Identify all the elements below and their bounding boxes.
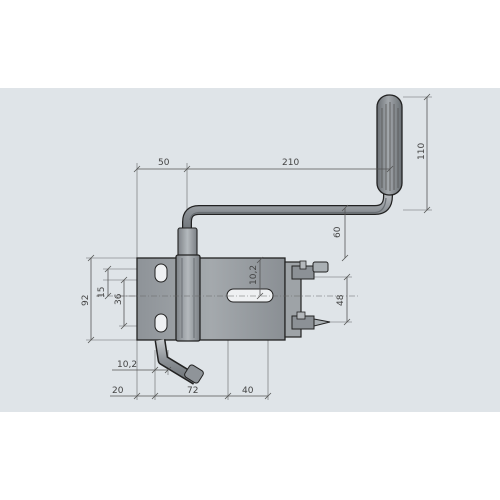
grip-grooves xyxy=(381,102,399,191)
bottom-lever xyxy=(154,339,204,385)
grip xyxy=(376,94,403,196)
base-plate xyxy=(136,257,286,341)
dim-60-label: 60 xyxy=(333,226,343,238)
drawing-background xyxy=(0,88,500,412)
dimension-lines xyxy=(87,93,431,400)
dim-72-label: 72 xyxy=(187,386,198,396)
dim-40-label: 40 xyxy=(242,386,254,396)
bolt-housing xyxy=(175,254,201,342)
clamp-bracket xyxy=(284,260,331,338)
crank-handle xyxy=(177,94,403,259)
dim-92-label: 92 xyxy=(81,295,91,306)
dim-10-2-horizontal-label: 10,2 xyxy=(117,360,137,370)
dim-36-label: 36 xyxy=(114,293,124,305)
horizontal-slot xyxy=(226,288,274,303)
mounting-slot-top xyxy=(154,263,168,283)
dim-15-label: 15 xyxy=(97,287,107,298)
dim-110-label: 110 xyxy=(417,143,427,160)
dim-10-2-vertical-label: 10,2 xyxy=(249,265,259,285)
dim-210-label: 210 xyxy=(282,158,299,168)
mounting-slot-bottom xyxy=(154,313,168,333)
dimension-labels: 50 210 110 60 92 15 36 48 10,2 10,2 20 7… xyxy=(81,143,427,396)
dim-50-label: 50 xyxy=(158,158,170,168)
dim-48-label: 48 xyxy=(336,294,346,306)
dim-20-label: 20 xyxy=(112,386,124,396)
